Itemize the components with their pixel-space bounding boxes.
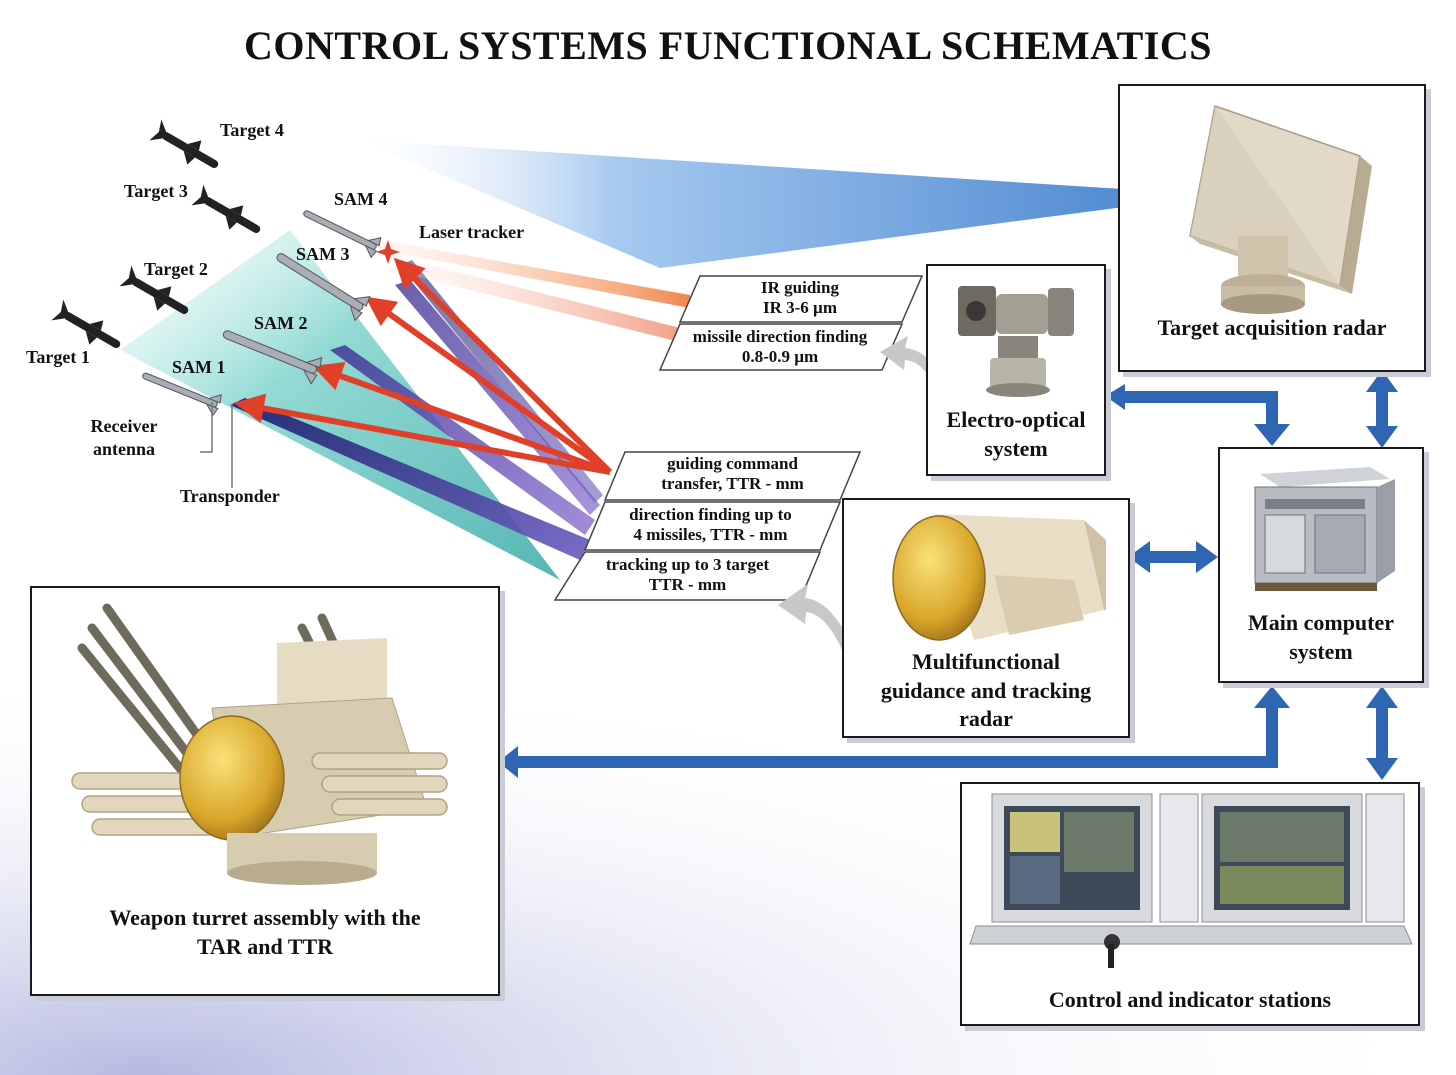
eo-to-ir-arrow (880, 336, 944, 390)
ttr-panel-shapes (553, 451, 862, 601)
target-acquisition-beam (360, 140, 1215, 268)
missile-direction-finding-text: missile direction finding 0.8-0.9 µm (692, 327, 868, 367)
weapon-turret-caption: Weapon turret assembly with the TAR and … (109, 905, 421, 959)
guidance-arrow-sam2 (312, 361, 612, 475)
transponder-label: Transponder (180, 486, 280, 506)
control-indicator-stations-caption: Control and indicator stations (1048, 987, 1332, 1012)
diagram-title: CONTROL SYSTEMS FUNCTIONAL SCHEMATICS (244, 23, 1212, 68)
console-icon (969, 793, 1413, 968)
info-flow-arrows (778, 336, 944, 650)
weapon-turret-icon (71, 603, 448, 885)
weapon-turret-box: Weapon turret assembly with the TAR and … (30, 586, 500, 996)
target-3-label: Target 3 (124, 181, 188, 201)
guidance-arrow-sam3 (365, 296, 612, 475)
missile-df-beam (390, 255, 680, 342)
sam-4-label: SAM 4 (334, 189, 388, 209)
sam-missiles (142, 210, 382, 417)
sam-3-label: SAM 3 (296, 244, 350, 264)
radar-antenna-icon (1189, 105, 1372, 314)
target-acquisition-radar-box: Target acquisition radar (1118, 84, 1426, 372)
data-link-arrows (498, 370, 1398, 780)
missile-icon (142, 372, 222, 417)
ir-panel-shapes (658, 275, 924, 371)
main-computer-system-box: Main computer system (1218, 447, 1424, 683)
sam3-tracking-beam (395, 280, 600, 515)
electro-optical-system-caption: Electro-optical system (946, 407, 1086, 461)
target-4-label: Target 4 (220, 120, 284, 140)
main-computer-system-caption: Main computer system (1247, 610, 1395, 664)
missile-icon (191, 184, 261, 233)
tracking-text: tracking up to 3 target TTR - mm (605, 555, 770, 595)
ir-guiding-text: IR guiding IR 3-6 µm (761, 278, 839, 318)
control-indicator-stations-box: Control and indicator stations (960, 782, 1420, 1026)
radar-to-ttr-arrow (778, 584, 852, 650)
computer-cabinet-icon (1254, 467, 1395, 591)
leader-lines (200, 402, 233, 488)
missile-icon (119, 265, 189, 314)
target-acquisition-radar-caption: Target acquisition radar (1157, 315, 1387, 340)
sam2-tracking-beam (330, 345, 595, 535)
receiver-antenna-label: Receiver antenna (90, 416, 158, 459)
laser-flash-icon (376, 240, 400, 264)
sam-1-label: SAM 1 (172, 357, 226, 377)
guidance-arrow-sam4 (393, 257, 613, 475)
target-2-label: Target 2 (144, 259, 208, 279)
guidance-tracking-radar-box: Multifunctional guidance and tracking ra… (842, 498, 1130, 738)
electro-optical-system-box: Electro-optical system (926, 264, 1106, 476)
guidance-radar-icon (892, 514, 1106, 641)
direction-finding-text: direction finding up to 4 missiles, TTR … (629, 505, 792, 545)
target-missiles (51, 119, 261, 348)
guidance-tracking-radar-caption: Multifunctional guidance and tracking ra… (880, 649, 1092, 732)
target-1-label: Target 1 (26, 347, 90, 367)
missile-icon (51, 299, 121, 348)
guiding-command-transfer-text: guiding command transfer, TTR - mm (661, 454, 804, 494)
missile-icon (222, 330, 323, 385)
sam4-tracking-beam (400, 260, 603, 503)
sam-2-label: SAM 2 (254, 313, 308, 333)
laser-tracker-label: Laser tracker (419, 222, 525, 242)
missile-icon (276, 253, 371, 322)
guidance-arrow-sam1 (234, 393, 611, 475)
missile-icon (303, 210, 382, 259)
missile-icon (149, 119, 219, 168)
ir-guiding-beam (380, 240, 690, 308)
guidance-command-arrows (234, 257, 613, 475)
eo-turret-icon (958, 286, 1074, 397)
sam1-tracking-beam (230, 398, 590, 560)
